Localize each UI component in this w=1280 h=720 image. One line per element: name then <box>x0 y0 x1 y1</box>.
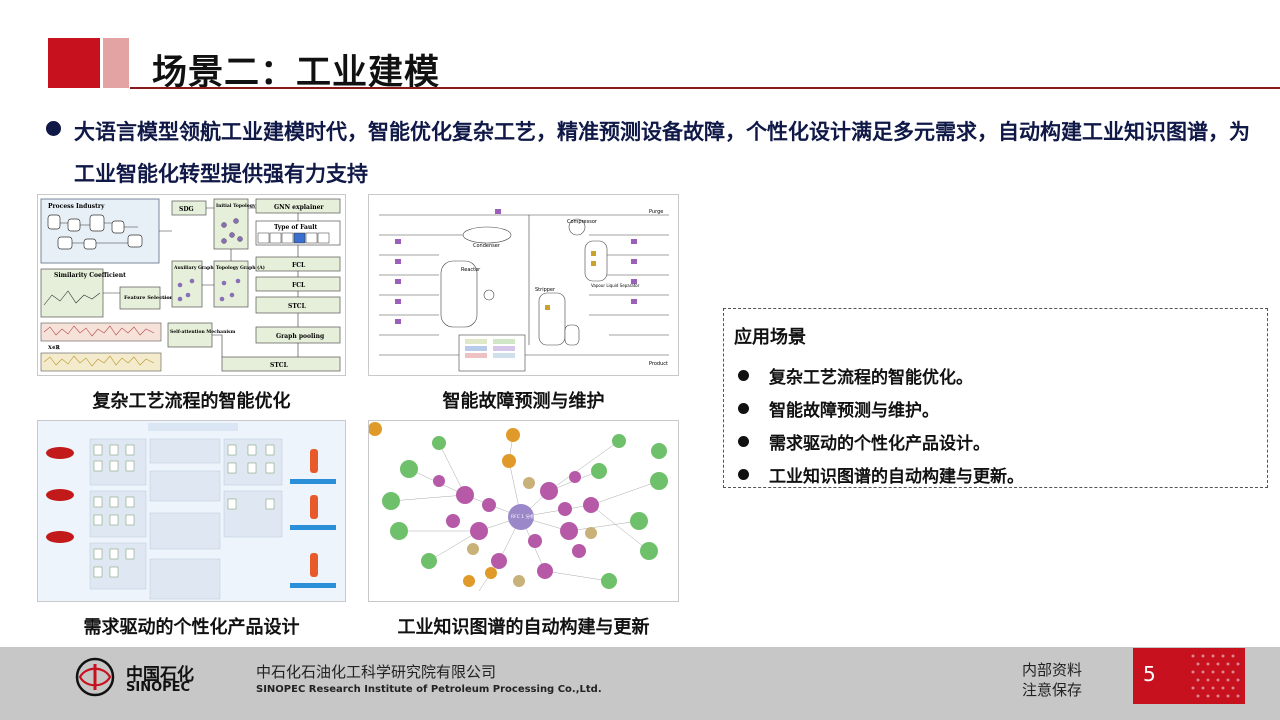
application-item: 工业知识图谱的自动构建与更新。 <box>734 458 1267 491</box>
bullet-dot-icon <box>738 469 749 480</box>
page-title: 场景二：工业建模 <box>152 53 441 93</box>
fig2-compressor-label: Compressor <box>567 219 598 225</box>
organization-name-en: SINOPEC Research Institute of Petroleum … <box>256 684 602 695</box>
bullet-dot-icon <box>738 403 749 414</box>
fig1-sdg-label: SDG <box>179 206 194 213</box>
application-item: 需求驱动的个性化产品设计。 <box>734 425 1267 458</box>
summary-bullet-text: 大语言模型领航工业建模时代，智能优化复杂工艺，精准预测设备故障，个性化设计满足多… <box>74 120 1250 186</box>
header-pink-block <box>103 38 129 88</box>
fig2-reactor-label: Reactor <box>461 267 481 273</box>
logo-chinese-text: 中国石化 <box>126 665 194 685</box>
fig1-gnn-label: GNN explainer <box>274 204 324 211</box>
application-item-label: 复杂工艺流程的智能优化。 <box>769 368 973 388</box>
fig1-auxiliary-label: Auxiliary Graph (N) <box>173 264 224 271</box>
bullet-dot-icon <box>738 370 749 381</box>
page-number: 5 <box>1143 662 1156 686</box>
fig2-purge-label: Purge <box>649 209 663 215</box>
footer-bar <box>0 647 1280 720</box>
bullet-dot-icon <box>46 121 61 136</box>
header-divider <box>130 87 1280 89</box>
fig2-condenser-label: Condenser <box>473 243 501 249</box>
fig1-similarity-label: Similarity Coefficient <box>54 272 126 279</box>
application-item-label: 需求驱动的个性化产品设计。 <box>769 434 990 454</box>
fig2-product-label: Product <box>649 361 668 367</box>
bullet-dot-icon <box>738 436 749 447</box>
figure1-caption: 复杂工艺流程的智能优化 <box>92 391 291 412</box>
application-item-label: 工业知识图谱的自动构建与更新。 <box>769 467 1024 487</box>
figure2-caption: 智能故障预测与维护 <box>442 391 605 412</box>
figure-process-optimization: Process Industry SDG Initial Topology Gr… <box>37 194 346 376</box>
fig1-topology-label: Topology Graph (A) <box>216 264 265 271</box>
fig1-fcl-label: FCL <box>292 262 306 269</box>
figure-fault-prediction: Condenser Compressor Reactor Stripper Va… <box>368 194 679 376</box>
fig4-center-label: RFC 1 分析结构 <box>511 513 544 520</box>
fig1-fcl2-label: FCL <box>292 282 306 289</box>
fig2-stripper-label: Stripper <box>535 287 556 293</box>
fig1-process-label: Process Industry <box>48 203 105 210</box>
application-item-label: 智能故障预测与维护。 <box>769 401 939 421</box>
figure3-caption: 需求驱动的个性化产品设计 <box>83 617 300 638</box>
fig2-separator-label: Vapour Liquid Separator <box>591 283 640 288</box>
figure-knowledge-graph: RFC 1 分析结构 <box>368 420 679 602</box>
internal-notice-line1: 内部资料 <box>1022 661 1083 679</box>
figure-product-design <box>37 420 346 602</box>
svg-text:X∈ℝ: X∈ℝ <box>48 345 61 351</box>
sinopec-logo-icon <box>75 657 115 697</box>
fig1-attention-label: Self-attention Mechanism <box>170 329 236 335</box>
fig1-pooling-label: Graph pooling <box>276 333 325 340</box>
page-number-box: 5 <box>1133 648 1245 704</box>
figure4-caption: 工业知识图谱的自动构建与更新 <box>397 617 650 638</box>
application-title: 应用场景 <box>734 327 806 348</box>
fig1-initial-label: Initial Topology Graph (A₁) <box>216 202 284 209</box>
page-box-pattern-icon <box>1191 654 1240 698</box>
fig1-stcl-label: STCL <box>288 303 307 310</box>
header-red-block <box>48 38 100 88</box>
fig1-stcl-bottom-label: STCL <box>270 362 289 369</box>
application-scenarios-box: 应用场景 复杂工艺流程的智能优化。 智能故障预测与维护。 需求驱动的个性化产品设… <box>723 308 1268 488</box>
fig1-fault-label: Type of Fault <box>274 224 318 231</box>
logo-english-text: SINOPEC <box>126 680 191 695</box>
internal-notice-line2: 注意保存 <box>1022 681 1083 699</box>
application-item: 智能故障预测与维护。 <box>734 392 1267 425</box>
application-item: 复杂工艺流程的智能优化。 <box>734 359 1267 392</box>
organization-name-cn: 中石化石油化工科学研究院有限公司 <box>256 663 497 681</box>
fig1-feature-label: Feature Selection <box>124 295 174 301</box>
